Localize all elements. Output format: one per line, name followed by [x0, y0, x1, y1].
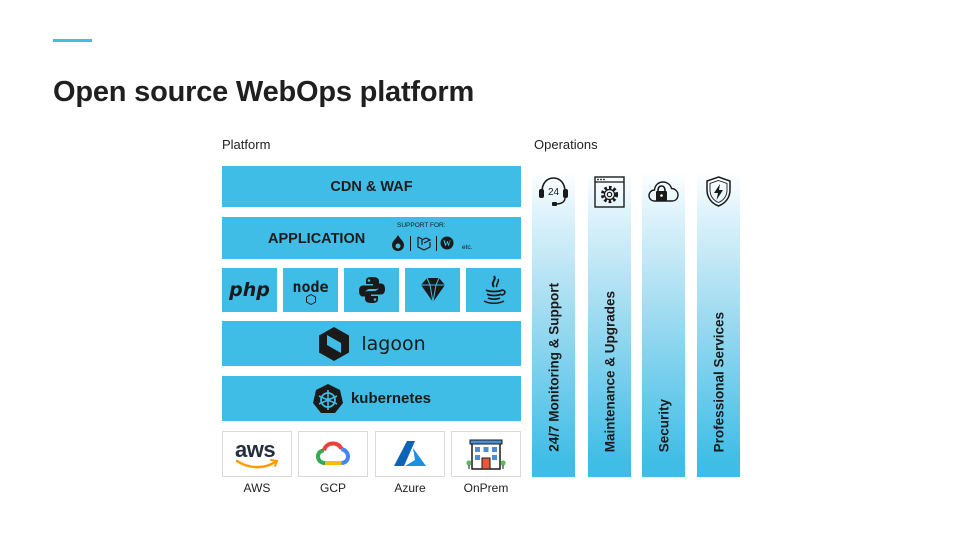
- ruby-logo: [420, 277, 445, 303]
- support-for-label: SUPPORT FOR:: [397, 222, 446, 229]
- runtime-ruby: [405, 268, 460, 312]
- ops-label-professional-services: Professional Services: [711, 311, 726, 452]
- nodejs-logo-text: node: [292, 278, 329, 296]
- svg-text:W: W: [443, 239, 451, 248]
- operations-section-label: Operations: [534, 137, 598, 152]
- shield-bolt-icon: [706, 176, 731, 207]
- runtime-php: php: [222, 268, 277, 312]
- lagoon-label: lagoon: [361, 332, 426, 355]
- cloud-lock-icon: [648, 181, 679, 202]
- ops-column-professional-services: Professional Services: [697, 172, 740, 477]
- provider-onprem: [451, 431, 521, 477]
- ops-column-monitoring: 24 24/7 Monitoring & Support: [532, 172, 575, 477]
- gear-window-icon: [594, 176, 625, 208]
- gcp-logo: [316, 441, 350, 465]
- runtime-node: node: [283, 268, 338, 312]
- kubernetes-label: kubernetes: [350, 390, 432, 407]
- ops-label-security: Security: [656, 398, 671, 452]
- laravel-icon: [417, 236, 432, 251]
- runtime-python: [344, 268, 399, 312]
- kubernetes-layer: kubernetes: [222, 376, 521, 421]
- ops-label-maintenance: Maintenance & Upgrades: [602, 290, 617, 452]
- title-accent-line: [53, 39, 92, 42]
- python-logo: [358, 277, 385, 303]
- runtime-java: [466, 268, 521, 312]
- provider-gcp: [298, 431, 368, 477]
- building-icon: [466, 439, 506, 470]
- wordpress-icon: W: [440, 236, 454, 250]
- slide-title: Open source WebOps platform: [53, 76, 475, 108]
- kubernetes-logo-icon: [312, 383, 343, 413]
- application-layer: APPLICATION SUPPORT FOR: W etc.: [222, 217, 521, 259]
- drupal-icon: [392, 235, 404, 251]
- support-24-text: 24: [548, 187, 560, 198]
- azure-logo: [394, 441, 426, 466]
- support-headset-icon: 24: [539, 177, 568, 206]
- ops-label-monitoring: 24/7 Monitoring & Support: [546, 283, 561, 452]
- ops-column-maintenance: Maintenance & Upgrades: [588, 172, 631, 477]
- aws-smile-icon: [235, 459, 279, 469]
- provider-aws: aws: [222, 431, 292, 477]
- provider-onprem-label: OnPrem: [463, 481, 509, 495]
- aws-logo-text: aws: [235, 437, 276, 462]
- application-label: APPLICATION: [268, 231, 366, 247]
- nodejs-hex-icon: [306, 294, 316, 305]
- provider-gcp-label: GCP: [319, 481, 346, 495]
- ops-column-security: Security: [642, 172, 685, 477]
- platform-section-label: Platform: [222, 137, 271, 152]
- provider-azure-label: Azure: [394, 481, 426, 495]
- java-logo: [483, 275, 506, 305]
- cms-logos: W: [392, 235, 454, 251]
- provider-azure: [375, 431, 445, 477]
- php-logo-text: php: [229, 279, 270, 301]
- etc-label: etc.: [462, 244, 473, 251]
- lagoon-layer: lagoon: [222, 321, 521, 366]
- lagoon-logo-icon: [319, 326, 350, 361]
- provider-aws-label: AWS: [243, 481, 271, 495]
- cdn-waf-layer: CDN & WAF: [222, 166, 521, 207]
- cdn-waf-label: CDN & WAF: [330, 178, 413, 195]
